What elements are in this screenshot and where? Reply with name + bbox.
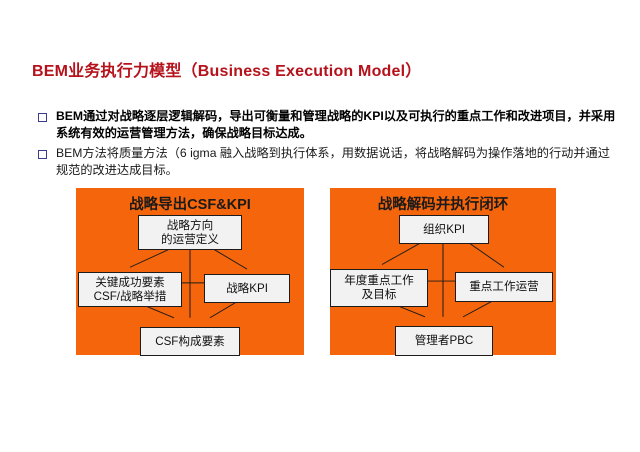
node-annual-key-work: 年度重点工作 及目标 (330, 269, 428, 307)
square-bullet-icon (38, 150, 47, 159)
list-item: BEM通过对战略逐层逻辑解码，导出可衡量和管理战略的KPI以及可执行的重点工作和… (38, 108, 618, 142)
panel-heading-left: 战略导出CSF&KPI (129, 197, 251, 213)
diagram-panel-left: 战略导出CSF&KPI 战略方向 的运营定义 关键成功要素 CSF/战略举措 战… (76, 188, 304, 356)
node-csf-measures: 关键成功要素 CSF/战略举措 (78, 272, 182, 307)
diagram-panel-right: 战略解码并执行闭环 组织KPI 年度重点工作 及目标 重点工作运营 管理者PBC (330, 188, 556, 356)
square-bullet-icon (38, 113, 47, 122)
node-csf-components: CSF构成要素 (140, 327, 240, 356)
panel-heading-right: 战略解码并执行闭环 (377, 197, 509, 213)
diagram-left: 战略方向 的运营定义 关键成功要素 CSF/战略举措 战略KPI CSF构成要素 (76, 214, 304, 356)
node-key-work-operation: 重点工作运营 (455, 272, 553, 302)
node-strategy-kpi: 战略KPI (204, 274, 290, 303)
node-manager-pbc: 管理者PBC (395, 326, 493, 356)
bullet-list: BEM通过对战略逐层逻辑解码，导出可衡量和管理战略的KPI以及可执行的重点工作和… (38, 108, 618, 182)
bullet-text: BEM方法将质量方法（6 igma 融入战略到执行体系，用数据说话，将战略解码为… (56, 146, 610, 177)
page-title: BEM业务执行力模型（Business Execution Model） (32, 63, 422, 80)
node-org-kpi: 组织KPI (399, 215, 489, 244)
bullet-text: BEM通过对战略逐层逻辑解码，导出可衡量和管理战略的KPI以及可执行的重点工作和… (56, 109, 616, 140)
diagram-right: 组织KPI 年度重点工作 及目标 重点工作运营 管理者PBC (330, 214, 556, 356)
list-item: BEM方法将质量方法（6 igma 融入战略到执行体系，用数据说话，将战略解码为… (38, 145, 618, 179)
node-strategy-direction: 战略方向 的运营定义 (138, 215, 242, 250)
